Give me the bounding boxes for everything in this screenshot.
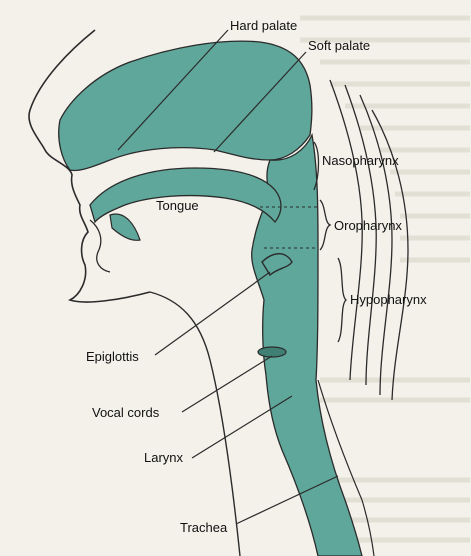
tongue-tip <box>110 214 140 240</box>
label-epiglottis: Epiglottis <box>86 349 139 364</box>
label-trachea: Trachea <box>180 520 227 535</box>
epiglottis-leader <box>155 272 270 355</box>
label-oropharynx: Oropharynx <box>334 218 402 233</box>
label-larynx: Larynx <box>144 450 183 465</box>
label-soft-palate: Soft palate <box>308 38 370 53</box>
label-hard-palate: Hard palate <box>230 18 297 33</box>
label-nasopharynx: Nasopharynx <box>322 153 399 168</box>
label-vocal-cords: Vocal cords <box>92 405 159 420</box>
oropharynx-bracket <box>320 200 330 250</box>
chin-neck-outline <box>150 292 240 556</box>
hypopharynx-bracket <box>338 258 346 342</box>
vocal-cords-leader <box>182 356 272 412</box>
vocal-cords-mark <box>258 347 286 357</box>
lower-lip-outline <box>90 220 110 272</box>
region-brackets <box>314 142 346 342</box>
label-tongue: Tongue <box>156 198 199 213</box>
nasal-cavity-airway <box>59 41 312 170</box>
label-hypopharynx: Hypopharynx <box>350 292 427 307</box>
